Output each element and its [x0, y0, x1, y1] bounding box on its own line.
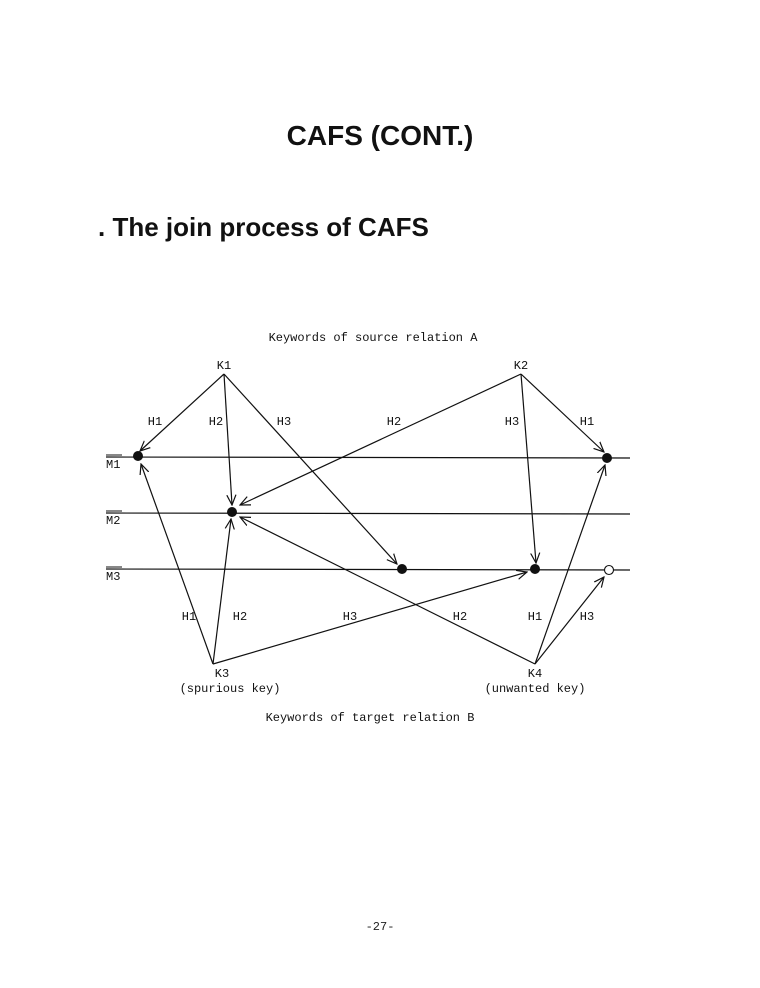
key-label-k2: K2: [514, 359, 528, 373]
edge-k1-h2: [223, 373, 232, 505]
memory-line-m1: [105, 456, 631, 459]
edge-k4-h1: [534, 465, 605, 665]
node-m3-b: [530, 564, 540, 574]
edge-k4-h3: [534, 577, 604, 665]
edge-label-k1-h2: H2: [209, 415, 223, 429]
node-m2-h2: [227, 507, 237, 517]
source-relation-caption: Keywords of source relation A: [269, 331, 479, 345]
edge-k3-h3: [212, 572, 527, 665]
bullet-heading: . The join process of CAFS: [98, 212, 429, 242]
edge-label-k3-h1: H1: [182, 610, 196, 624]
edge-k3-h2: [212, 519, 231, 665]
key-note-k3: (spurious key): [180, 682, 281, 696]
edge-label-k1-h1: H1: [148, 415, 162, 429]
memory-line-m3: [105, 568, 631, 571]
edge-label-k4-h3: H3: [580, 610, 594, 624]
line-label-m3: M3: [106, 570, 120, 584]
edge-label-k4-h1: H1: [528, 610, 542, 624]
edge-k1-h3: [223, 373, 397, 564]
key-label-k4: K4: [528, 667, 542, 681]
target-relation-caption: Keywords of target relation B: [266, 711, 475, 725]
key-label-k3: K3: [215, 667, 229, 681]
edge-k4-h2: [240, 517, 536, 665]
node-m3-empty: [603, 564, 615, 576]
edge-k1-h1: [140, 373, 225, 451]
node-m3-a: [397, 564, 407, 574]
edge-k2-h3: [520, 373, 536, 563]
key-label-k1: K1: [217, 359, 231, 373]
page-title: CAFS (CONT.): [286, 120, 474, 151]
edge-label-k2-h1: H1: [580, 415, 594, 429]
key-note-k4: (unwanted key): [485, 682, 586, 696]
page-number: -27-: [365, 920, 395, 934]
memory-line-m2: [105, 512, 631, 515]
edge-label-k2-h3: H3: [505, 415, 519, 429]
node-m1-h2: [602, 453, 612, 463]
edge-label-k3-h3: H3: [343, 610, 357, 624]
edge-k3-h1: [141, 464, 214, 665]
edge-label-k1-h3: H3: [277, 415, 291, 429]
node-m1-h1: [133, 451, 143, 461]
edge-k2-h1: [520, 373, 604, 452]
edge-label-k2-h2: H2: [387, 415, 401, 429]
edge-k2-h2: [240, 373, 522, 505]
line-label-m2: M2: [106, 514, 120, 528]
edge-label-k3-h2: H2: [233, 610, 247, 624]
edge-label-k4-h2: H2: [453, 610, 467, 624]
line-label-m1: M1: [106, 458, 120, 472]
